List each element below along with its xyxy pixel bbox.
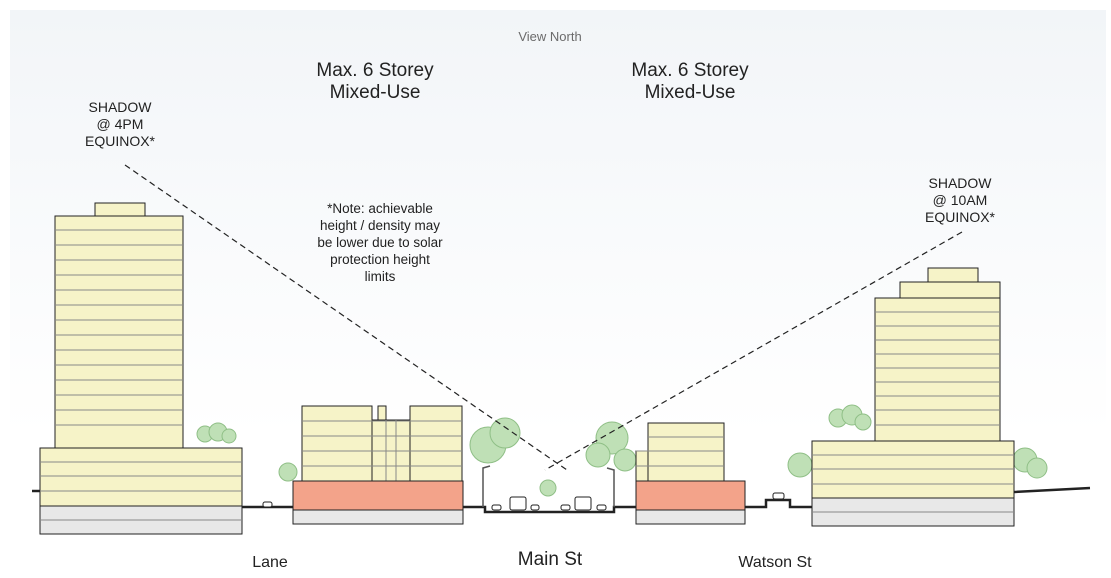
- main-st-label: Main St: [517, 549, 583, 570]
- shadow-10am-line1: SHADOW: [928, 175, 992, 191]
- shadow-4pm-line3: EQUINOX*: [84, 133, 155, 149]
- right-use-label: Max. 6 Storey Mixed-Use: [600, 60, 780, 104]
- note-line3: be lower due to solar: [317, 235, 443, 250]
- note-line5: limits: [364, 269, 396, 284]
- view-title: View North: [518, 29, 582, 44]
- note-line1: *Note: achievable: [327, 201, 433, 216]
- height-note: *Note: achievable height / density may b…: [295, 200, 465, 285]
- trees: [196, 404, 1048, 497]
- left-midrise: [292, 405, 464, 525]
- right-midrise: [635, 422, 746, 525]
- lane-label: Lane: [252, 554, 288, 571]
- left-use-line1: Max. 6 Storey: [316, 60, 434, 81]
- shadow-4pm-line1: SHADOW: [88, 99, 152, 115]
- right-tower: [811, 267, 1015, 527]
- shadow-4pm-label: SHADOW @ 4PM EQUINOX*: [70, 99, 170, 150]
- shadow-10am-label: SHADOW @ 10AM EQUINOX*: [910, 175, 1010, 226]
- shadow-10am-line2: @ 10AM: [932, 192, 988, 208]
- street-lamps: [482, 465, 615, 507]
- watson-st-label: Watson St: [738, 554, 812, 571]
- right-use-line2: Mixed-Use: [644, 82, 736, 103]
- note-line2: height / density may: [319, 218, 441, 233]
- vehicles: [262, 492, 785, 511]
- shadow-4pm-line2: @ 4PM: [96, 116, 144, 132]
- right-use-line1: Max. 6 Storey: [631, 60, 749, 81]
- shadow-10am-line: [544, 231, 963, 471]
- left-use-label: Max. 6 Storey Mixed-Use: [285, 60, 465, 104]
- left-use-line2: Mixed-Use: [329, 82, 421, 103]
- note-line4: protection height: [330, 252, 430, 267]
- shadow-10am-line3: EQUINOX*: [924, 209, 995, 225]
- left-tower: [39, 202, 243, 535]
